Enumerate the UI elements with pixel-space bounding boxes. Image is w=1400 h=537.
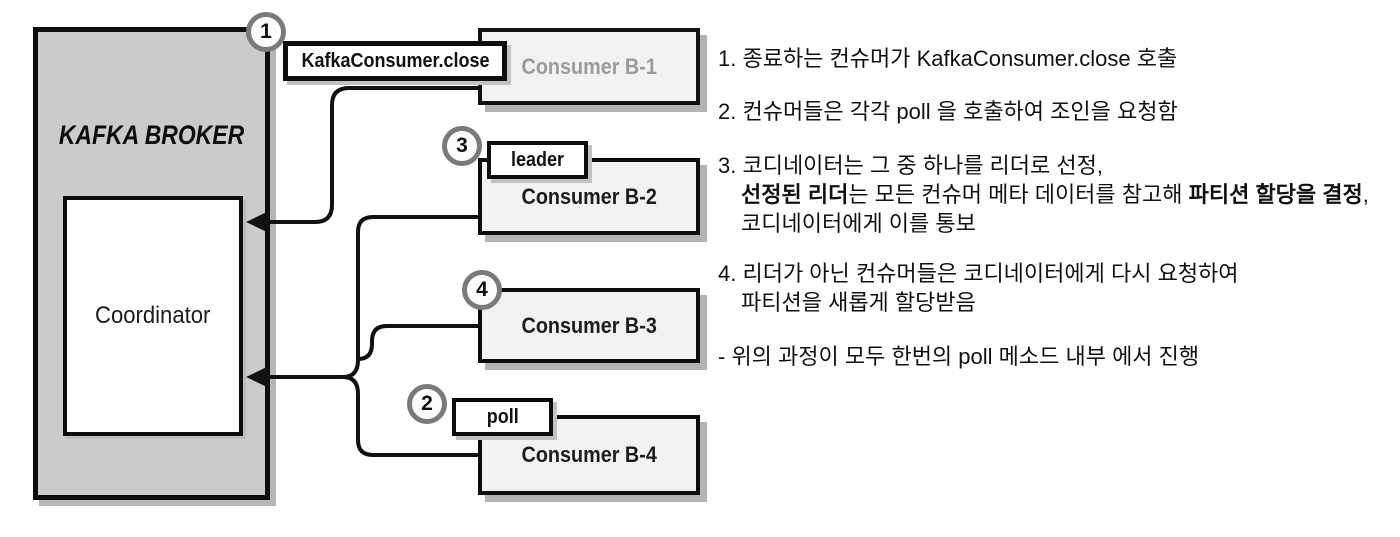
step-badge-4-number: 4 [476,278,488,301]
consumer-b2-label: Consumer B-2 [521,183,657,209]
step-badge-4: 4 [462,270,502,310]
step-badge-2: 2 [407,384,447,424]
consumer-b1-label: Consumer B-1 [521,53,657,79]
note-step-3-bold-partition: 파티션 할당을 결정 [1188,182,1363,207]
note-poll-internal: - 위의 과정이 모두 한번의 poll 메소드 내부 에서 진행 [718,344,1200,369]
note-step-4-line1: 4. 리더가 아닌 컨슈머들은 코디네이터에게 다시 요청하여 [718,261,1239,286]
note-step-3-bold-leader: 선정된 리더 [741,182,849,207]
kafkaconsumer-close-callout: KafkaConsumer.close [283,41,507,81]
consumer-b1-box: Consumer B-1 [478,28,700,105]
kafkaconsumer-close-label: KafkaConsumer.close [300,49,490,72]
note-step-3-line2-mid: 는 모든 컨슈머 메타 데이터를 참고해 [848,182,1189,207]
coordinator-box: Coordinator [63,196,243,436]
connector-consumer-b3 [357,324,478,361]
step-badge-3: 3 [442,126,482,166]
consumer-b3-label: Consumer B-3 [521,312,657,338]
consumer-b2-box: Consumer B-2 [478,158,700,235]
step-badge-2-number: 2 [421,392,433,415]
leader-callout: leader [487,141,588,179]
poll-label: poll [486,405,519,428]
note-step-3: 3. 코디네이터는 그 중 하나를 리더로 선정,선정된 리더는 모든 컨슈머 … [718,151,1369,238]
note-step-1: 1. 종료하는 컨슈머가 KafkaConsumer.close 호출 [718,46,1178,71]
note-step-3-line3: 코디네이터에게 이를 통보 [741,211,976,236]
poll-callout: poll [452,398,553,436]
note-step-3-line1: 3. 코디네이터는 그 중 하나를 리더로 선정, [718,153,1103,178]
note-step-2: 2. 컨슈머들은 각각 poll 을 호출하여 조인을 요청함 [718,99,1178,124]
step-badge-3-number: 3 [456,134,468,157]
consumer-b4-label: Consumer B-4 [521,442,657,467]
note-step-4-line2: 파티션을 새롭게 할당받음 [741,290,976,315]
connector-consumer-b2 [342,215,478,379]
note-step-3-line2-tail: , [1362,182,1369,207]
note-step-3-line2: 선정된 리더는 모든 컨슈머 메타 데이터를 참고해 파티션 할당을 결정, [741,180,1369,209]
step-badge-1-number: 1 [260,20,272,43]
kafka-broker-title: KAFKA BROKER [58,120,245,150]
step-badge-1: 1 [246,12,286,52]
notes-panel: 1. 종료하는 컨슈머가 KafkaConsumer.close 호출 2. 컨… [718,0,1400,537]
coordinator-label: Coordinator [95,302,211,329]
leader-label: leader [510,148,565,171]
consumer-b3-box: Consumer B-3 [478,288,700,363]
